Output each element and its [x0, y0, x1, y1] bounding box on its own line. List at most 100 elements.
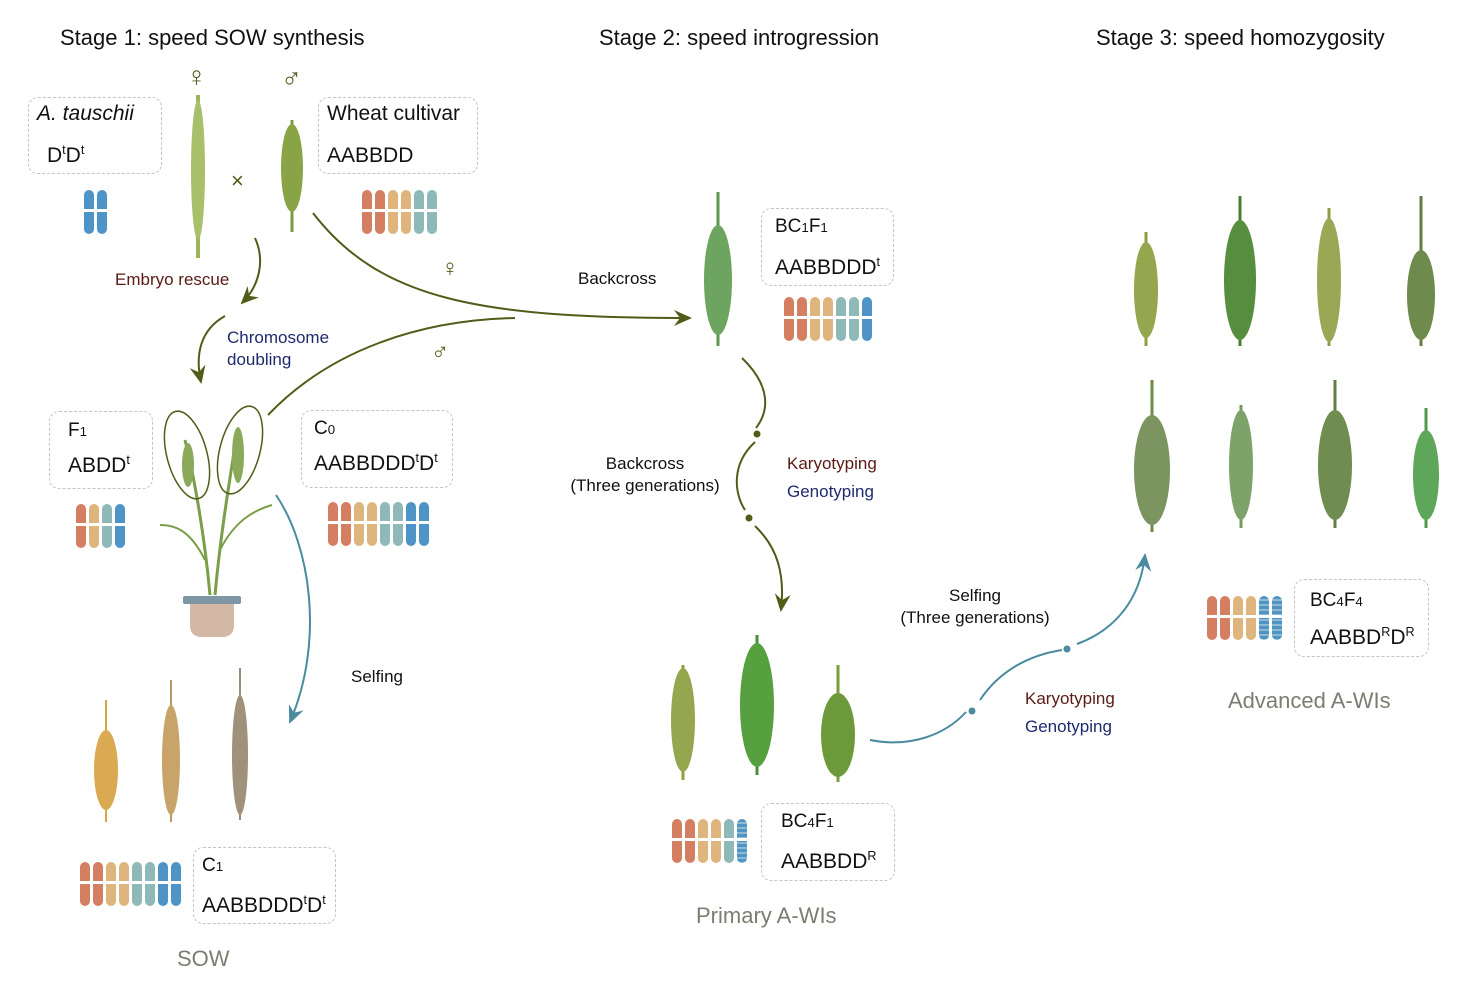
- chromosome-b: [353, 502, 365, 546]
- genotyping-label-1: Genotyping: [787, 482, 874, 501]
- tauschii-name: A. tauschii: [37, 102, 134, 125]
- advanced-spike-4: [1407, 196, 1435, 346]
- chromosome-a: [783, 297, 795, 341]
- backcross-three-gen-label-1: Backcross: [605, 454, 685, 473]
- male-symbol: ♂: [281, 63, 302, 94]
- chromosome-b: [400, 190, 412, 234]
- chromosome-dt: [114, 504, 126, 548]
- chromosome-b: [1232, 596, 1244, 640]
- advanced-spike-5: [1134, 380, 1170, 532]
- c1-name: C1: [202, 855, 224, 876]
- chromosome-dr: [1271, 596, 1283, 640]
- advanced-spike-8: [1413, 408, 1439, 528]
- chromosome-d: [392, 502, 404, 546]
- chromosome-b: [387, 190, 399, 234]
- chromosome-doubling-arrow: [189, 315, 226, 384]
- chromosome-doubling-label-1: Chromosome: [227, 328, 330, 347]
- chromosome-b: [809, 297, 821, 341]
- backcross-three-gen-label-2: (Three generations): [570, 476, 720, 495]
- chromosome-dt: [405, 502, 417, 546]
- chromosome-a: [79, 862, 91, 906]
- chromosome-b: [105, 862, 117, 906]
- bc4f1-karyotype: [671, 819, 748, 863]
- karyotyping-label-2: Karyotyping: [1025, 689, 1115, 708]
- backcross-three-gen-arrow-end: [754, 525, 791, 612]
- chromosome-a: [361, 190, 373, 234]
- chromosome-dt: [83, 190, 95, 234]
- backcross-three-gen-arrow: [741, 357, 767, 429]
- bc1f1-name: BC1F1: [775, 216, 828, 237]
- wheat-cultivar-box: Wheat cultivar AABBDD: [318, 97, 478, 174]
- advanced-spike-7: [1318, 380, 1352, 528]
- embryo-rescue-arrow: [240, 237, 262, 305]
- primary-awi-group-label: Primary A-WIs: [696, 903, 837, 928]
- f1-name: F1: [68, 420, 88, 441]
- selfing-three-gen-label-2: (Three generations): [900, 608, 1050, 627]
- chromosome-a: [92, 862, 104, 906]
- stage-2-title: Stage 2: speed introgression: [599, 25, 880, 50]
- tauschii-spike: [191, 95, 205, 258]
- f1-potted-plant: [159, 405, 273, 637]
- c0-genome: AABBDDDtDt: [314, 451, 438, 475]
- chromosome-dt: [157, 862, 169, 906]
- chromosome-b: [88, 504, 100, 548]
- chromosome-d: [144, 862, 156, 906]
- c0-box: C0 AABBDDDtDt: [301, 410, 453, 488]
- chromosome-d: [723, 819, 735, 863]
- selfing-three-gen-arrow: [869, 711, 967, 744]
- sow-spike-3: [232, 668, 248, 820]
- tauschii-genome: DtDt: [47, 143, 85, 167]
- sow-spike-1: [94, 700, 118, 822]
- sow-spike-2: [162, 680, 180, 822]
- chromosome-d: [379, 502, 391, 546]
- chromosome-dr: [736, 819, 748, 863]
- wheat-karyotype: [361, 190, 438, 234]
- chromosome-a: [671, 819, 683, 863]
- karyotyping-label-1: Karyotyping: [787, 454, 877, 473]
- backcross-male-symbol: ♂: [431, 339, 449, 366]
- chromosome-dt: [170, 862, 182, 906]
- c1-genome: AABBDDDtDt: [202, 893, 326, 917]
- selfing-three-gen-label-1: Selfing: [949, 586, 1001, 605]
- chromosome-d: [848, 297, 860, 341]
- backcross-label: Backcross: [578, 269, 657, 288]
- primary-spike-3: [821, 665, 855, 782]
- bc1f1-box: BC1F1 AABBDDDt: [761, 208, 894, 286]
- chromosome-dr: [1258, 596, 1270, 640]
- f1-karyotype: [75, 504, 126, 548]
- chromosome-b: [697, 819, 709, 863]
- chromosome-a: [75, 504, 87, 548]
- chromosome-a: [374, 190, 386, 234]
- chromosome-dt: [96, 190, 108, 234]
- c0-name: C0: [314, 418, 336, 439]
- chromosome-b: [118, 862, 130, 906]
- advanced-awi-group-label: Advanced A-WIs: [1228, 688, 1391, 713]
- chromosome-a: [1219, 596, 1231, 640]
- bc1f1-spike: [704, 192, 732, 346]
- chromosome-a: [340, 502, 352, 546]
- c1-karyotype: [79, 862, 182, 906]
- selfing-label: Selfing: [351, 667, 403, 686]
- stage-3-title: Stage 3: speed homozygosity: [1096, 25, 1385, 50]
- bc4f4-genome: AABBDRDR: [1310, 625, 1415, 649]
- advanced-spike-6: [1229, 405, 1253, 528]
- tauschii-karyotype: [83, 190, 108, 234]
- sow-group-label: SOW: [177, 946, 230, 971]
- c1-box: C1 AABBDDDtDt: [193, 847, 336, 924]
- chromosome-doubling-label-2: doubling: [227, 350, 292, 369]
- cross-symbol: ×: [231, 168, 244, 193]
- advanced-spike-1: [1134, 232, 1158, 346]
- chromosome-b: [366, 502, 378, 546]
- primary-spike-2: [740, 635, 774, 775]
- chromosome-d: [101, 504, 113, 548]
- primary-spike-1: [671, 665, 695, 780]
- chromosome-d: [413, 190, 425, 234]
- chromosome-a: [796, 297, 808, 341]
- chromosome-d: [835, 297, 847, 341]
- tauschii-box: A. tauschii DtDt: [28, 97, 162, 174]
- backcross-male-arrow: [267, 317, 516, 416]
- wheat-cultivar-genome: AABBDD: [327, 144, 414, 167]
- backcross-three-gen-arrow-mid: [735, 441, 756, 511]
- genotyping-label-2: Genotyping: [1025, 717, 1112, 736]
